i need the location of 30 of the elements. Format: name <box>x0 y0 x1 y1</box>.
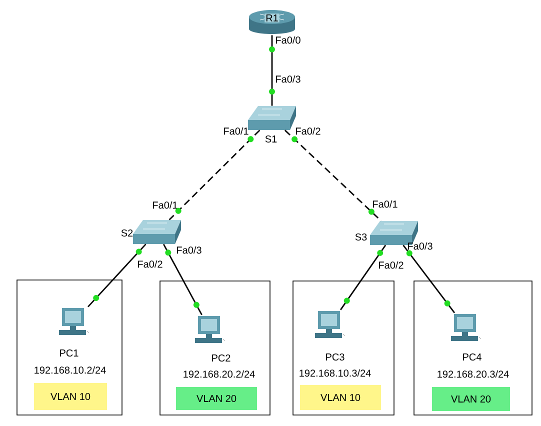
vlan-box: VLAN 10 <box>300 385 381 410</box>
device-name: PC3 <box>326 353 344 361</box>
port-label: Fa0/3 <box>408 242 432 250</box>
port-label: Fa0/3 <box>177 246 202 254</box>
port-label: Fa0/2 <box>296 127 320 135</box>
vlan-box: VLAN 20 <box>176 387 257 410</box>
ip-address: 192.168.10.2/24 <box>34 366 106 374</box>
device-name: PC1 <box>60 349 78 357</box>
port-label: Fa0/2 <box>138 260 162 268</box>
ip-address: 192.168.20.2/24 <box>184 370 255 378</box>
port-label: Fa0/2 <box>379 261 404 269</box>
port-label: Fa0/1 <box>224 127 248 135</box>
vlan-box: VLAN 20 <box>432 387 510 411</box>
device-label: S2 <box>121 229 133 237</box>
ip-address: 192.168.10.3/24 <box>300 369 371 377</box>
cable <box>162 244 202 316</box>
cable <box>340 244 386 310</box>
cable <box>88 244 146 308</box>
device-name: PC4 <box>463 353 482 361</box>
vlan-box: VLAN 10 <box>34 383 107 410</box>
cable <box>402 244 456 314</box>
port-label: Fa0/0 <box>276 36 300 44</box>
ip-address: 192.168.20.3/24 <box>438 370 509 378</box>
device-name: PC2 <box>212 354 230 362</box>
cable <box>168 130 260 220</box>
device-label: S1 <box>265 135 277 143</box>
port-label: Fa0/1 <box>373 200 398 208</box>
port-label: Fa0/3 <box>276 75 300 83</box>
device-label: S3 <box>355 233 367 241</box>
port-label: Fa0/1 <box>153 201 178 209</box>
